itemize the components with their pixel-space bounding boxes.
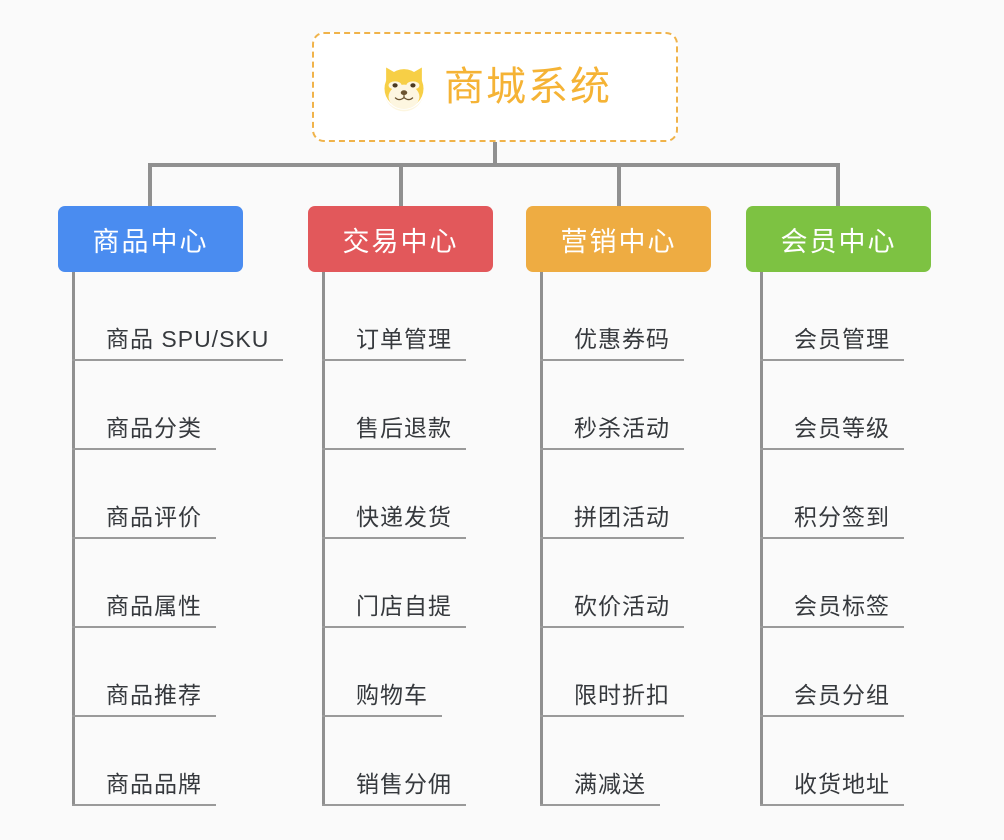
list-item[interactable]: 快递发货 [322, 450, 466, 539]
list-item[interactable]: 商品 SPU/SKU [72, 272, 284, 361]
connector-horizontal-bus [148, 163, 840, 167]
leaf-label: 商品推荐 [72, 682, 216, 717]
list-item[interactable]: 门店自提 [322, 539, 466, 628]
category-header-label: 商品中心 [92, 226, 209, 257]
leaf-label: 商品 SPU/SKU [72, 326, 284, 361]
leaf-list-1: 订单管理 售后退款 快递发货 门店自提 购物车 销售分佣 [322, 272, 466, 806]
category-header-label: 会员中心 [780, 226, 897, 257]
leaf-label: 秒杀活动 [540, 415, 684, 450]
leaf-label: 积分签到 [760, 504, 904, 539]
list-item[interactable]: 优惠券码 [540, 272, 684, 361]
category-header-label: 交易中心 [342, 226, 459, 257]
leaf-label: 售后退款 [322, 415, 466, 450]
column-spine-3 [760, 272, 763, 806]
connector-root-stem [493, 142, 497, 165]
list-item[interactable]: 满减送 [540, 717, 684, 806]
connector-drop-4 [836, 163, 840, 208]
list-item[interactable]: 会员标签 [760, 539, 904, 628]
leaf-label: 会员分组 [760, 682, 904, 717]
leaf-label: 砍价活动 [540, 593, 684, 628]
category-header-0[interactable]: 商品中心 [58, 206, 243, 272]
leaf-label: 优惠券码 [540, 326, 684, 361]
list-item[interactable]: 会员分组 [760, 628, 904, 717]
list-item[interactable]: 收货地址 [760, 717, 904, 806]
category-header-3[interactable]: 会员中心 [746, 206, 931, 272]
list-item[interactable]: 商品推荐 [72, 628, 283, 717]
list-item[interactable]: 拼团活动 [540, 450, 684, 539]
list-item[interactable]: 会员等级 [760, 361, 904, 450]
leaf-label: 会员管理 [760, 326, 904, 361]
list-item[interactable]: 订单管理 [322, 272, 466, 361]
category-header-2[interactable]: 营销中心 [526, 206, 711, 272]
leaf-label: 拼团活动 [540, 504, 684, 539]
column-spine-1 [322, 272, 325, 806]
leaf-label: 商品品牌 [72, 771, 216, 806]
leaf-label: 商品评价 [72, 504, 216, 539]
list-item[interactable]: 积分签到 [760, 450, 904, 539]
list-item[interactable]: 砍价活动 [540, 539, 684, 628]
leaf-list-0: 商品 SPU/SKU 商品分类 商品评价 商品属性 商品推荐 商品品牌 [72, 272, 284, 806]
leaf-label: 购物车 [322, 682, 442, 717]
leaf-list-3: 会员管理 会员等级 积分签到 会员标签 会员分组 收货地址 [760, 272, 904, 806]
list-item[interactable]: 售后退款 [322, 361, 466, 450]
leaf-label: 快递发货 [322, 504, 466, 539]
connector-drop-3 [617, 163, 621, 208]
leaf-label: 收货地址 [760, 771, 904, 806]
list-item[interactable]: 销售分佣 [322, 717, 466, 806]
list-item[interactable]: 商品分类 [72, 361, 283, 450]
leaf-label: 销售分佣 [322, 771, 466, 806]
list-item[interactable]: 会员管理 [760, 272, 904, 361]
column-spine-0 [72, 272, 75, 806]
column-spine-2 [540, 272, 543, 806]
category-header-1[interactable]: 交易中心 [308, 206, 493, 272]
leaf-list-2: 优惠券码 秒杀活动 拼团活动 砍价活动 限时折扣 满减送 [540, 272, 684, 806]
list-item[interactable]: 秒杀活动 [540, 361, 684, 450]
root-node[interactable]: 商城系统 [312, 32, 678, 142]
leaf-label: 满减送 [540, 771, 660, 806]
shiba-dog-face-icon [378, 61, 430, 113]
connector-drop-2 [399, 163, 403, 208]
list-item[interactable]: 商品属性 [72, 539, 283, 628]
list-item[interactable]: 商品品牌 [72, 717, 283, 806]
list-item[interactable]: 限时折扣 [540, 628, 684, 717]
list-item[interactable]: 购物车 [322, 628, 466, 717]
leaf-label: 订单管理 [322, 326, 466, 361]
leaf-label: 会员标签 [760, 593, 904, 628]
leaf-label: 商品分类 [72, 415, 216, 450]
root-title: 商城系统 [444, 65, 612, 109]
connector-drop-1 [148, 163, 152, 208]
list-item[interactable]: 商品评价 [72, 450, 283, 539]
leaf-label: 商品属性 [72, 593, 216, 628]
category-header-label: 营销中心 [560, 226, 677, 257]
leaf-label: 门店自提 [322, 593, 466, 628]
leaf-label: 会员等级 [760, 415, 904, 450]
leaf-label: 限时折扣 [540, 682, 684, 717]
